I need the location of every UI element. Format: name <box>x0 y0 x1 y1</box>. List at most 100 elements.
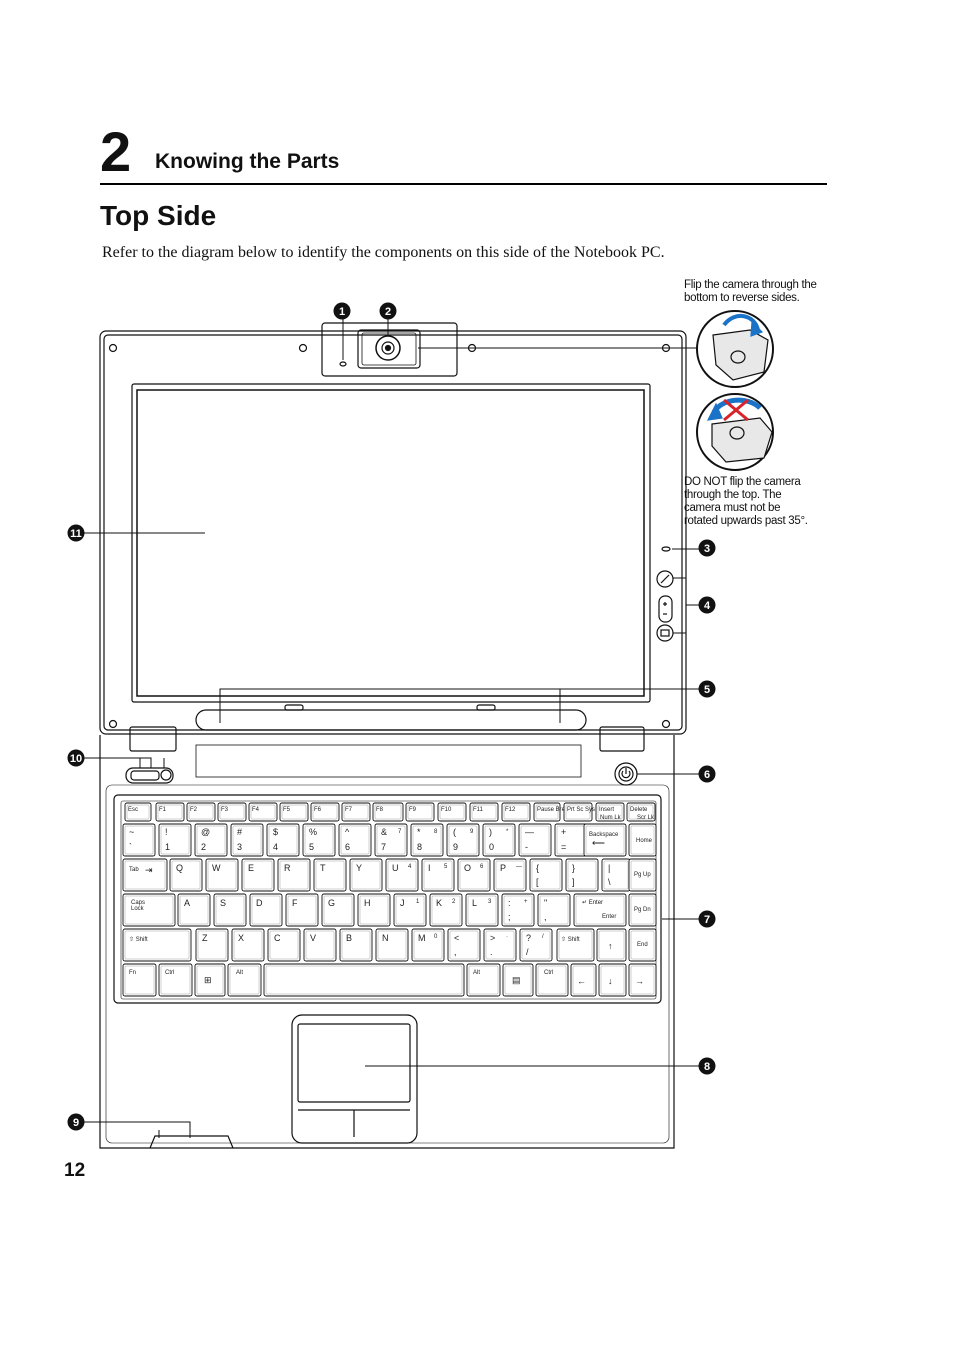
key-w-label: W <box>212 863 221 873</box>
key-a5: H <box>357 893 391 927</box>
key-num-3-label: 3 <box>237 842 242 852</box>
key-e-label: E <box>248 863 254 873</box>
key-a2: D <box>249 893 283 927</box>
key-f7: F7 <box>341 802 371 822</box>
callout-2: 2 <box>379 302 397 320</box>
flip-ok-note: Flip the camera through the bottom to re… <box>684 279 817 305</box>
key-t-label: T <box>320 863 326 873</box>
key-num-8: *88 <box>410 823 444 857</box>
callout-5-label: 5 <box>704 684 710 696</box>
callout-10-label: 10 <box>70 753 82 765</box>
key-q10-label: { <box>536 863 539 873</box>
key-menu-label: ▤ <box>512 975 521 985</box>
key-ctrl-right-label: Ctrl <box>544 970 553 976</box>
key-caps-label: Lock <box>131 906 145 912</box>
key-alt-right-label: Alt <box>473 970 480 976</box>
key-prt-sc-sys-rq-label: Prt Sc Sys Rq <box>567 807 604 813</box>
key-num-6-label: ^ <box>345 827 350 837</box>
key-num-4-label: 4 <box>273 842 278 852</box>
key-ctrl-left: Ctrl <box>158 963 193 997</box>
key-f7-label: F7 <box>345 807 353 813</box>
key-num-8-label: * <box>417 827 421 837</box>
key-y-label: Y <box>356 863 362 873</box>
page-title: Top Side <box>100 200 217 231</box>
key-f1-label: F1 <box>159 807 167 813</box>
key-pgdn-label: Pg Dn <box>634 907 651 913</box>
flip-ok-line-1: Flip the camera through the <box>684 279 817 291</box>
key-z5: N <box>375 928 409 962</box>
key-prt-sc-sys-rq: Prt Sc Sys Rq <box>563 802 604 822</box>
key-z7: <, <box>447 928 481 962</box>
chapter-title: Knowing the Parts <box>155 150 340 173</box>
key-f10: F10 <box>437 802 467 822</box>
key-z3-label: V <box>310 933 316 943</box>
intro-paragraph: Refer to the diagram below to identify t… <box>102 244 665 261</box>
key-alt-left-label: Alt <box>236 970 243 976</box>
key-a3: F <box>285 893 319 927</box>
key-shift-right-label: ⇧ Shift <box>561 936 580 943</box>
key-z5-label: N <box>382 933 389 943</box>
key-a7-label: K <box>436 898 442 908</box>
key-f3: F3 <box>217 802 247 822</box>
key-num-9: (99 <box>446 823 480 857</box>
key-caps-label: Caps <box>131 900 145 906</box>
key-backspace: Backspace⟵ <box>583 823 627 857</box>
key-alt-left: Alt <box>227 963 262 997</box>
key-ctrl-left-label: Ctrl <box>165 970 174 976</box>
callout-1-label: 1 <box>339 306 345 318</box>
key-a6-label: 1 <box>416 899 420 905</box>
key-menu: ▤ <box>502 963 534 997</box>
key-q11-label: ] <box>572 877 575 887</box>
key-f9-label: F9 <box>409 807 417 813</box>
key-a9-label: + <box>524 899 528 905</box>
key-right: → <box>628 963 657 997</box>
callout-lines <box>84 318 700 1138</box>
callout-2-label: 2 <box>385 306 391 318</box>
callout-7: 7 <box>698 910 716 928</box>
key-z9-label: / <box>542 934 544 940</box>
page-number: 12 <box>64 1160 86 1181</box>
key-f4-label: F4 <box>252 807 260 813</box>
key-pause-break-label: Pause Break <box>537 807 572 813</box>
key-u-label: U <box>392 863 399 873</box>
key-a0: A <box>177 893 211 927</box>
key-a8-label: 3 <box>488 899 492 905</box>
key-z2: C <box>267 928 301 962</box>
key-q11: }] <box>565 858 599 892</box>
key-o-label: 6 <box>480 864 484 870</box>
key-z9-label: / <box>526 947 529 957</box>
key-down-label: ↓ <box>608 976 613 986</box>
key-f6-label: F6 <box>314 807 322 813</box>
callout-3-label: 3 <box>704 543 710 555</box>
key-num-11-label: — <box>525 827 534 837</box>
key-p-label: — <box>516 864 522 870</box>
key-z1-label: X <box>238 933 244 943</box>
flip-bad-note: DO NOT flip the camera through the top. … <box>684 476 808 528</box>
key-q-label: Q <box>176 863 183 873</box>
key-a9-label: : <box>508 898 511 908</box>
key-f3-label: F3 <box>221 807 229 813</box>
key-a0-label: A <box>184 898 190 908</box>
key-t: T <box>313 858 347 892</box>
key-f11-label: F11 <box>473 807 484 813</box>
key-num-6-label: 6 <box>345 842 350 852</box>
key-i-label: 5 <box>444 864 448 870</box>
key-f5: F5 <box>279 802 309 822</box>
notebook-base <box>99 726 675 1149</box>
key-num-10-label: 0 <box>489 842 494 852</box>
key-num-2-label: 2 <box>201 842 206 852</box>
key-num-6: ^6 <box>338 823 372 857</box>
key-q10: {[ <box>529 858 563 892</box>
key-num-0-label: ` <box>129 842 132 852</box>
key-num-11-label: - <box>525 842 528 852</box>
key-a10-label: " <box>544 898 547 908</box>
